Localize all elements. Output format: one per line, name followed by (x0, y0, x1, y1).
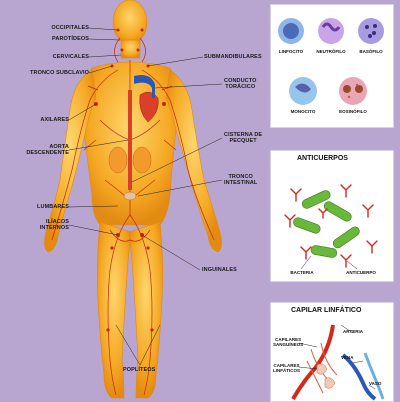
cell-label-eosinofilo: EOSINÓFILO (339, 109, 367, 114)
label-parotideos: PAROTÍDEOS (52, 36, 89, 42)
capillary-illustration (291, 324, 385, 401)
label-vaso: VASO (369, 381, 382, 386)
cell-neutrofilo-icon (318, 18, 344, 44)
label-capilares-sanguineos: CAPILARES SANGUÍNEOS (273, 337, 304, 347)
label-popliteos: POPLÍTEOS (123, 367, 156, 373)
bacteria-label: BACTERIA (290, 270, 314, 275)
lymph-vessel-shape (363, 352, 385, 400)
artery-shape (291, 324, 335, 400)
label-inguinales: INGUINALES (202, 267, 237, 273)
label-tronco-subclavio: TRONCO SUBCLAVIO (30, 70, 89, 76)
cell-basofilo-icon (358, 18, 384, 44)
blood-cells-illustration (278, 18, 384, 105)
label-conducto-toracico: CONDUCTO TORÁCICO (224, 78, 257, 90)
cell-eosinofilo-icon (339, 77, 367, 105)
cell-label-monocito: MONOCITO (290, 109, 316, 114)
leader-lines (68, 27, 223, 366)
organs (108, 75, 159, 201)
label-axilares: AXILARES (40, 117, 69, 123)
label-capilares-linfaticos: CAPILARES LINFÁTICOS (273, 363, 300, 373)
lymphatic-capillary-panel: CAPILAR LINFÁTICO ARTERIA CAPILARES SANG… (270, 302, 394, 402)
cell-linfocito-icon (278, 18, 304, 44)
label-lumbares: LUMBARES (37, 204, 69, 210)
label-iliacos-internos: ILÍACOS INTERNOS (39, 219, 69, 231)
lymph-capillaries-shape (316, 363, 336, 389)
blood-cells-panel: LINFOCITO NEUTRÓFILO BASÓFILO MONOCITO E… (270, 4, 394, 128)
heart-icon (139, 91, 159, 123)
antibodies-illustration (284, 184, 378, 270)
bacteria-icon (293, 190, 360, 258)
label-vena: VENA (341, 355, 354, 360)
capillary-title: CAPILAR LINFÁTICO (291, 307, 362, 314)
antibody-icon (284, 184, 378, 268)
cell-label-neutrofilo: NEUTRÓFILO (316, 49, 346, 54)
label-cervicales: CERVICALES (52, 54, 89, 60)
lymph-nodes (94, 28, 166, 332)
antibodies-panel: ANTICUERPOS BACTERIA ANTICUERPO (270, 150, 394, 282)
vein-shape (341, 353, 377, 401)
label-arteria: ARTERIA (343, 329, 363, 334)
cell-label-linfocito: LINFOCITO (278, 49, 304, 54)
cell-monocito-icon (289, 77, 317, 105)
antibodies-title: ANTICUERPOS (297, 155, 348, 162)
label-occipitales: OCCIPITALES (51, 25, 89, 31)
label-cisterna-de-pecquet: CISTERNA DE PECQUET (224, 132, 263, 144)
antibody-label: ANTICUERPO (346, 270, 376, 275)
label-aorta-descendente: AORTA DESCENDENTE (26, 144, 69, 156)
cell-label-basofilo: BASÓFILO (359, 49, 383, 54)
label-submandibulares: SUBMANDIBULARES (204, 54, 262, 60)
label-tronco-intestinal: TRONCO INTESTINAL (224, 174, 258, 186)
